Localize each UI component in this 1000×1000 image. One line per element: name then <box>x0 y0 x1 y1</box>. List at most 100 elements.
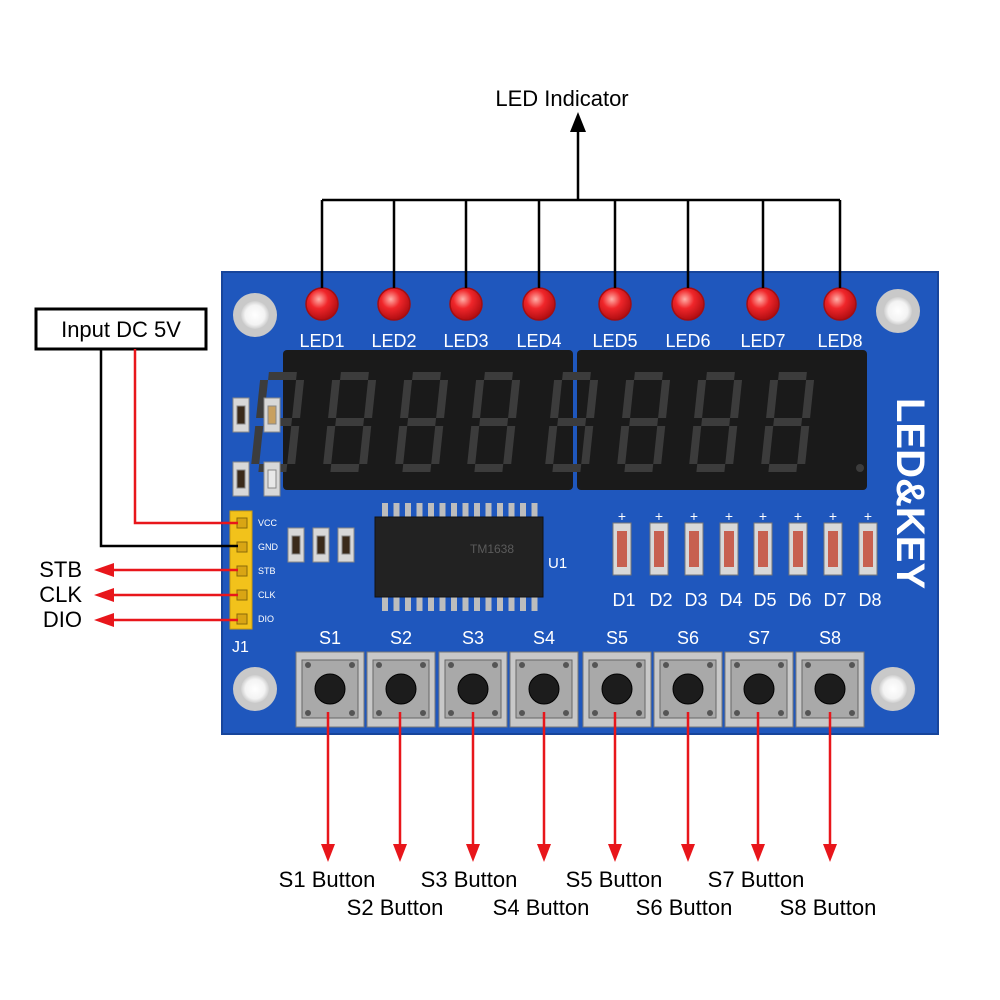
led-label: LED3 <box>443 331 488 351</box>
gnd-wire <box>99 349 238 548</box>
header-pin-label: GND <box>258 542 279 552</box>
mounting-hole-bl <box>233 667 277 711</box>
led-label: LED7 <box>740 331 785 351</box>
down-arrow-icon <box>681 844 695 862</box>
chip-ref: U1 <box>548 555 567 572</box>
switch-label: S1 <box>319 628 341 648</box>
push-button-s1[interactable]: S1 <box>295 628 365 728</box>
svg-text:+: + <box>725 508 733 524</box>
down-arrow-icon <box>823 844 837 862</box>
down-arrow-icon <box>466 844 480 862</box>
led-label: LED4 <box>516 331 561 351</box>
digit-7 <box>689 372 792 472</box>
left-arrow-icon <box>94 563 114 577</box>
mounting-hole-tr <box>876 289 920 333</box>
diode-label: D2 <box>649 590 672 610</box>
switch-label: S6 <box>677 628 699 648</box>
diode-8: +D8 <box>858 508 881 610</box>
switch-label: S3 <box>462 628 484 648</box>
led-7: LED7 <box>740 287 786 351</box>
diode-label: D8 <box>858 590 881 610</box>
diode-label: D5 <box>753 590 776 610</box>
header-pin-label: VCC <box>258 518 278 528</box>
mounting-hole-tl <box>233 293 277 337</box>
pcb-board: TM1638 U1 VCC GND STB CLK DIO J1 LED&KEY LED… <box>221 271 939 735</box>
switch-label: S4 <box>533 628 555 648</box>
digit-6 <box>617 372 720 472</box>
signal-label-stb: STB <box>39 557 82 582</box>
diode-label: D7 <box>823 590 846 610</box>
diode-6: + D6 <box>788 508 811 610</box>
signal-label-dio: DIO <box>43 607 82 632</box>
vcc-wire <box>133 349 238 525</box>
button-label: S6 Button <box>636 895 733 920</box>
down-arrow-icon <box>393 844 407 862</box>
pin-header: VCC GND STB CLK DIO J1 <box>229 510 279 656</box>
button-label: S8 Button <box>780 895 877 920</box>
left-arrow-icon <box>94 613 114 627</box>
led-label: LED8 <box>817 331 862 351</box>
diode-label: D4 <box>719 590 742 610</box>
diode-label: D3 <box>684 590 707 610</box>
digit-8 <box>761 372 864 472</box>
switch-label: S2 <box>390 628 412 648</box>
down-arrow-icon <box>537 844 551 862</box>
led-4: LED4 <box>516 287 562 351</box>
power-input-box: Input DC 5V <box>34 307 208 351</box>
diode-2: + D2 <box>649 508 672 610</box>
ic-chip: TM1638 U1 <box>374 503 567 611</box>
switch-label: S5 <box>606 628 628 648</box>
diode-3: + D3 <box>684 508 707 610</box>
left-arrow-icon <box>94 588 114 602</box>
button-label: S3 Button <box>421 867 518 892</box>
seven-segment-digits <box>251 372 864 472</box>
chip-name: TM1638 <box>470 542 514 556</box>
push-button-s5[interactable]: S5 <box>582 628 652 728</box>
diode-7: + D7 <box>823 508 846 610</box>
connector-label: J1 <box>232 639 249 656</box>
down-arrow-icon <box>608 844 622 862</box>
led-label: LED5 <box>592 331 637 351</box>
digit-4 <box>467 372 570 472</box>
diode-4: + D4 <box>719 508 742 610</box>
svg-text:+: + <box>655 508 663 524</box>
svg-text:+: + <box>759 508 767 524</box>
down-arrow-icon <box>751 844 765 862</box>
smd-components-left <box>232 397 355 563</box>
button-label: S5 Button <box>566 867 663 892</box>
diode-label: D1 <box>612 590 635 610</box>
signal-label-clk: CLK <box>39 582 82 607</box>
led-label: LED6 <box>665 331 710 351</box>
header-pin-label: STB <box>258 566 276 576</box>
button-label: S4 Button <box>493 895 590 920</box>
led-6: LED6 <box>665 287 711 351</box>
led-indicator-label: LED Indicator <box>495 86 628 111</box>
digit-2 <box>323 372 426 472</box>
led-label: LED2 <box>371 331 416 351</box>
led-2: LED2 <box>371 287 417 351</box>
switch-label: S8 <box>819 628 841 648</box>
led-label: LED1 <box>299 331 344 351</box>
push-button-s4[interactable]: S4 <box>509 628 579 728</box>
svg-text:+: + <box>690 508 698 524</box>
down-arrow-icon <box>321 844 335 862</box>
header-pin-label: DIO <box>258 614 274 624</box>
header-pin-label: CLK <box>258 590 276 600</box>
svg-text:+: + <box>794 508 802 524</box>
led-3: LED3 <box>443 287 489 351</box>
diode-5: + D5 <box>753 508 776 610</box>
svg-text:+: + <box>829 508 837 524</box>
led-8: LED8 <box>817 287 863 351</box>
board-brand: LED&KEY <box>888 398 932 589</box>
diode-label: D6 <box>788 590 811 610</box>
power-input-label: Input DC 5V <box>61 317 181 342</box>
push-button-s2[interactable]: S2 <box>366 628 436 728</box>
button-label: S1 Button <box>279 867 376 892</box>
led-indicator-bracket <box>320 128 842 288</box>
mounting-hole-br <box>871 667 915 711</box>
switch-label: S7 <box>748 628 770 648</box>
button-label: S7 Button <box>708 867 805 892</box>
digit-3 <box>395 372 498 472</box>
button-label: S2 Button <box>347 895 444 920</box>
